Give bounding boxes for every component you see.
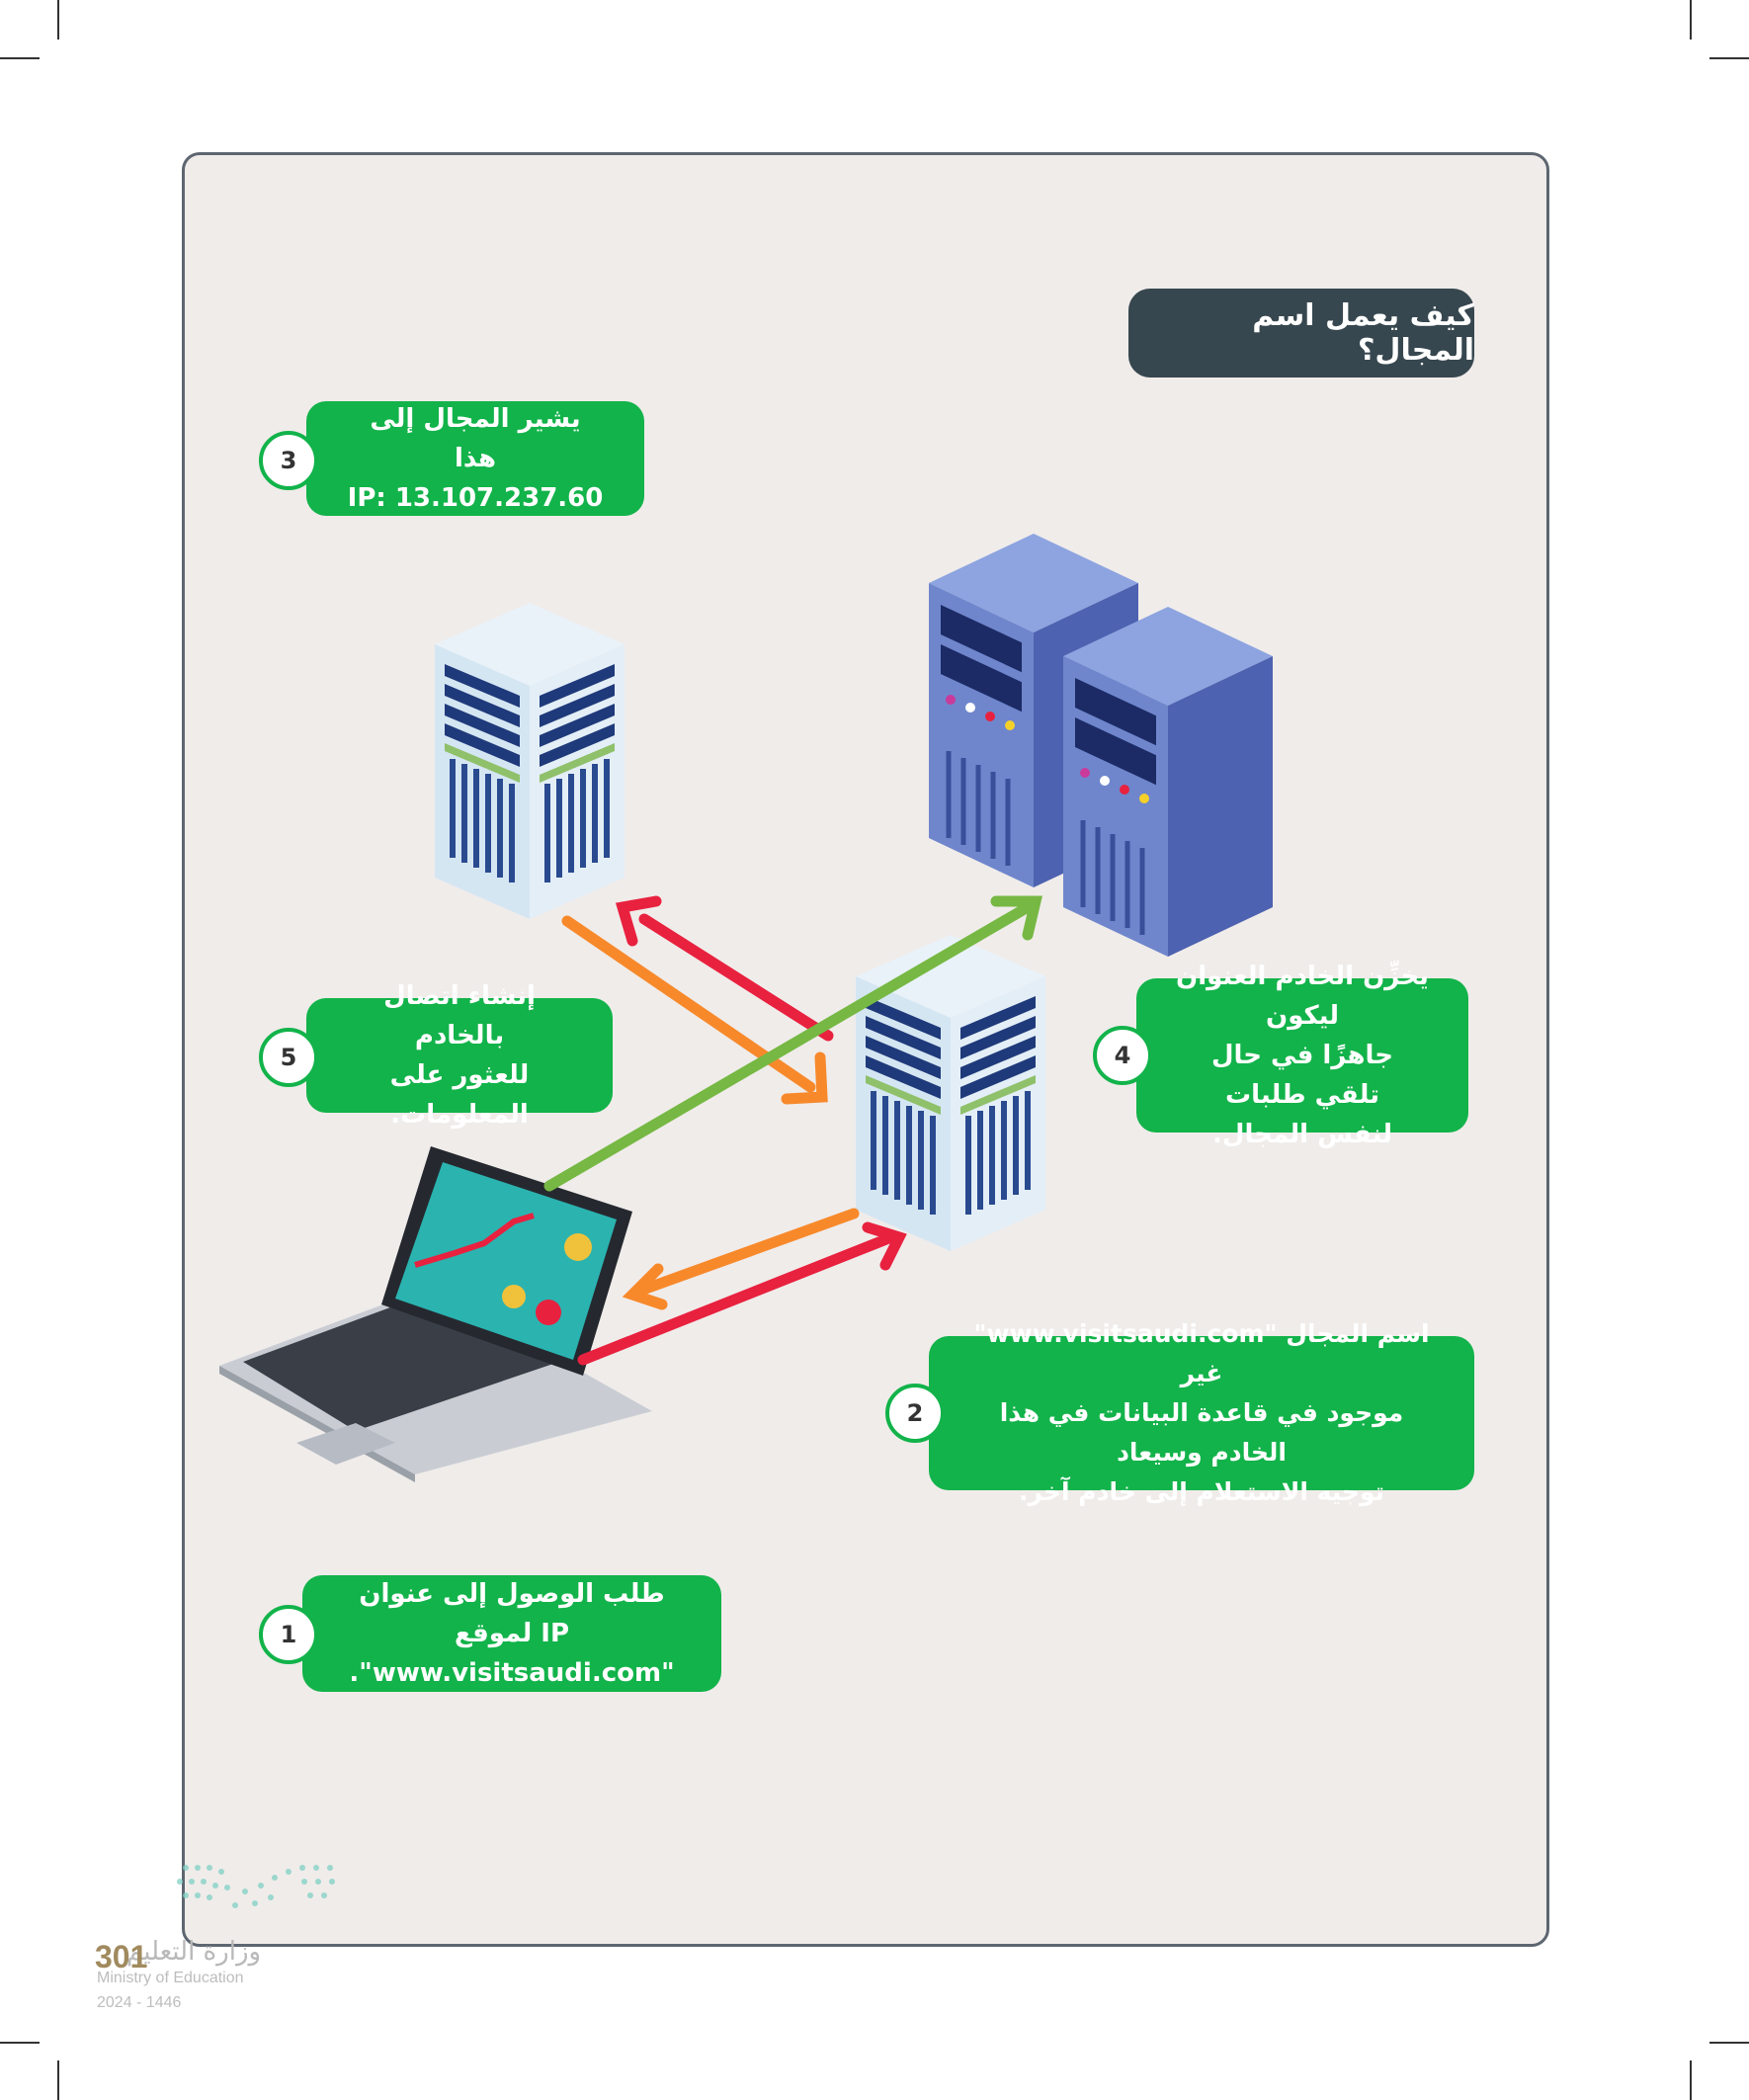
step-2-number: 2 (885, 1384, 945, 1443)
step-5-line-2: للعثور على المعلومات. (389, 1060, 530, 1130)
crop-mark (57, 0, 59, 40)
arrow-query-to-root (615, 895, 834, 1042)
step-1-line-2: "www.visitsaudi.com". (349, 1658, 675, 1688)
ministry-name-english: Ministry of Education (97, 1970, 244, 1986)
step-1-number: 1 (259, 1605, 318, 1664)
step-4-line-3: لنفس المجال. (1212, 1120, 1392, 1149)
step-5-line-1: إنشاء اتصال بالخادم (383, 981, 536, 1050)
arrow-resolver-to-auth-green (543, 895, 1042, 1192)
step-3-line-1: يشير المجال إلى هذا (370, 404, 581, 473)
step-5-bubble: إنشاء اتصال بالخادم للعثور على المعلومات… (306, 981, 613, 1130)
step-4-line-1: يخزِّن الخادم العنوان ليكون (1176, 962, 1429, 1031)
crop-mark (1690, 2060, 1692, 2100)
step-2-line-1: اسم المجال "www.visitsaudi.com" غير (973, 1319, 1430, 1387)
step-2-line-3: توجيه الاستعلام إلى خادم آخر. (1018, 1477, 1385, 1506)
edition-year: 2024 - 1446 (97, 1994, 182, 2011)
laptop-icon (219, 1146, 652, 1482)
step-5-number: 5 (259, 1028, 318, 1087)
dns-server-icon (435, 603, 625, 919)
step-1-line-1: طلب الوصول إلى عنوان IP لموقع (359, 1579, 665, 1648)
crop-mark (0, 2042, 40, 2044)
step-1-bubble: طلب الوصول إلى عنوان IP لموقع "www.visit… (302, 1575, 721, 1692)
crop-mark (1709, 57, 1749, 59)
crop-mark (0, 57, 40, 59)
step-3-bubble: يشير المجال إلى هذا IP: 13.107.237.60 (306, 401, 644, 516)
step-3-line-2: IP: 13.107.237.60 (347, 483, 604, 513)
ministry-logo (177, 1865, 335, 1908)
authoritative-servers-icon (929, 534, 1273, 957)
arrow-resolver-to-laptop-orange (622, 1208, 860, 1310)
arrow-laptop-to-resolver-red (577, 1221, 907, 1366)
step-2-bubble: اسم المجال "www.visitsaudi.com" غير موجو… (929, 1319, 1474, 1506)
ministry-name-arabic: وزارة التعليم (126, 1937, 262, 1967)
crop-mark (1709, 2042, 1749, 2044)
step-4-number: 4 (1093, 1026, 1152, 1085)
step-3-number: 3 (259, 431, 318, 490)
resolver-server-icon (856, 935, 1045, 1251)
step-4-line-2: جاهزًا في حال تلقي طلبات (1210, 1041, 1394, 1110)
step-4-bubble: يخزِّن الخادم العنوان ليكون جاهزًا في حا… (1136, 962, 1468, 1149)
diagram-title: كيف يعمل اسم المجال؟ (1128, 289, 1474, 378)
page-number: 301 (95, 1939, 148, 1974)
crop-mark (57, 2060, 59, 2100)
step-2-line-2: موجود في قاعدة البيانات في هذا الخادم وس… (999, 1398, 1404, 1467)
crop-mark (1690, 0, 1692, 40)
